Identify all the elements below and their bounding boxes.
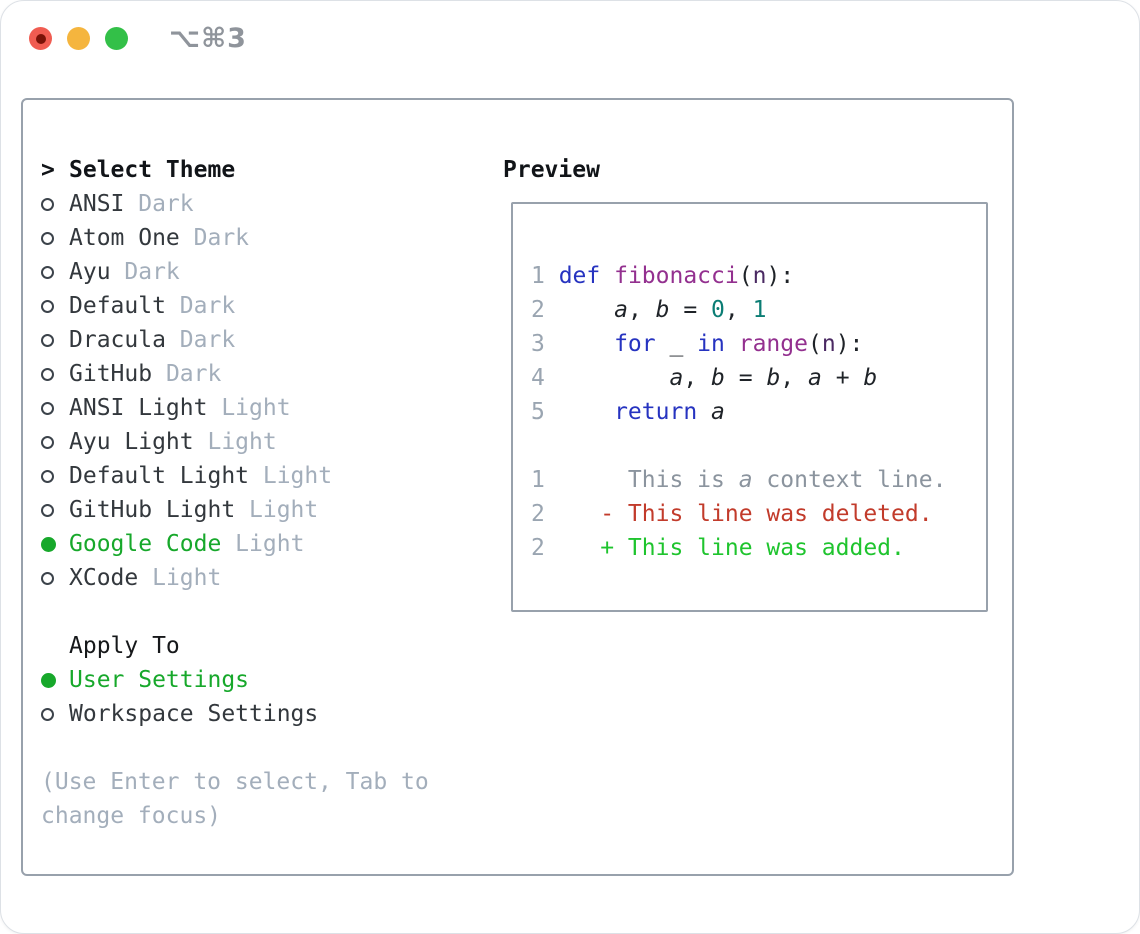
radio-icon [41, 459, 69, 493]
radio-icon [41, 561, 69, 595]
option-label: Ayu Light [69, 429, 194, 455]
option-variant-tag: Dark [165, 293, 236, 319]
apply-option-user-settings[interactable]: User Settings [41, 663, 471, 697]
theme-list-header: > Select Theme [41, 153, 471, 187]
close-button[interactable] [29, 27, 52, 50]
option-variant-tag: Dark [152, 361, 222, 387]
option-label: ANSI [69, 191, 125, 217]
radio-icon [41, 425, 69, 459]
radio-icon [41, 697, 69, 731]
option-label: Google Code [69, 531, 222, 557]
theme-option-default-light[interactable]: Default Light Light [41, 459, 471, 493]
radio-icon [41, 255, 69, 289]
option-label: GitHub [69, 361, 153, 387]
code-line: 3 for _ in range(n): [531, 327, 986, 361]
code-line: 5 return a [531, 395, 986, 429]
radio-selected-icon [41, 527, 69, 561]
option-variant-tag: Dark [110, 259, 180, 285]
radio-icon [41, 187, 69, 221]
code-line: 2 a, b = 0, 1 [531, 293, 986, 327]
option-variant-tag: Light [193, 429, 277, 455]
option-label: XCode [69, 565, 139, 591]
option-label: Dracula [69, 327, 166, 353]
radio-icon [41, 357, 69, 391]
radio-icon [41, 289, 69, 323]
radio-icon [41, 391, 69, 425]
theme-list-title: Select Theme [69, 157, 236, 183]
line-number: 2 [531, 297, 545, 323]
option-label: ANSI Light [69, 395, 208, 421]
theme-option-ansi-light[interactable]: ANSI Light Light [41, 391, 471, 425]
option-variant-tag: Light [249, 463, 333, 489]
theme-option-xcode[interactable]: XCode Light [41, 561, 471, 595]
line-number: 5 [531, 399, 545, 425]
keyboard-hint: (Use Enter to select, Tab to change focu… [41, 769, 429, 829]
theme-option-ayu-light[interactable]: Ayu Light Light [41, 425, 471, 459]
code-line: 1 This is a context line. [531, 463, 986, 497]
theme-option-github[interactable]: GitHub Dark [41, 357, 471, 391]
code-line [531, 429, 986, 463]
line-number: 3 [531, 331, 545, 357]
line-number: 1 [531, 263, 545, 289]
theme-option-github-light[interactable]: GitHub Light Light [41, 493, 471, 527]
option-label: Default Light [69, 463, 250, 489]
theme-option-ayu[interactable]: Ayu Dark [41, 255, 471, 289]
code-line: 2 + This line was added. [531, 531, 986, 565]
radio-icon [41, 221, 69, 255]
radio-icon [41, 493, 69, 527]
minimize-button[interactable] [67, 27, 90, 50]
option-label: Ayu [69, 259, 111, 285]
title-bar: ⌥⌘3 [1, 1, 1139, 76]
option-variant-tag: Light [138, 565, 222, 591]
option-variant-tag: Light [235, 497, 319, 523]
zoom-button[interactable] [105, 27, 128, 50]
option-variant-tag: Dark [165, 327, 236, 353]
option-label: Default [69, 293, 166, 319]
line-number: 2 [531, 535, 545, 561]
theme-option-google-code[interactable]: Google Code Light [41, 527, 471, 561]
option-variant-tag: Light [221, 531, 305, 557]
option-label: GitHub Light [69, 497, 236, 523]
option-label: Atom One [69, 225, 180, 251]
code-line: 2 - This line was deleted. [531, 497, 986, 531]
preview-title: Preview [503, 157, 600, 183]
radio-icon [41, 323, 69, 357]
theme-option-default[interactable]: Default Dark [41, 289, 471, 323]
apply-to-header: Apply To [41, 629, 471, 663]
radio-selected-icon [41, 663, 69, 697]
apply-option-workspace-settings[interactable]: Workspace Settings [41, 697, 471, 731]
line-number: 4 [531, 365, 545, 391]
window-title: ⌥⌘3 [169, 23, 247, 54]
line-number: 2 [531, 501, 545, 527]
option-variant-tag: Dark [124, 191, 194, 217]
apply-to-title: Apply To [69, 633, 180, 659]
theme-option-atom-one[interactable]: Atom One Dark [41, 221, 471, 255]
theme-option-ansi[interactable]: ANSI Dark [41, 187, 471, 221]
prompt-icon: > [41, 157, 55, 183]
option-label: User Settings [69, 667, 250, 693]
line-number: 1 [531, 467, 545, 493]
option-label: Workspace Settings [69, 701, 319, 727]
option-variant-tag: Dark [179, 225, 250, 251]
code-line: 4 a, b = b, a + b [531, 361, 986, 395]
theme-option-dracula[interactable]: Dracula Dark [41, 323, 471, 357]
option-variant-tag: Light [207, 395, 291, 421]
